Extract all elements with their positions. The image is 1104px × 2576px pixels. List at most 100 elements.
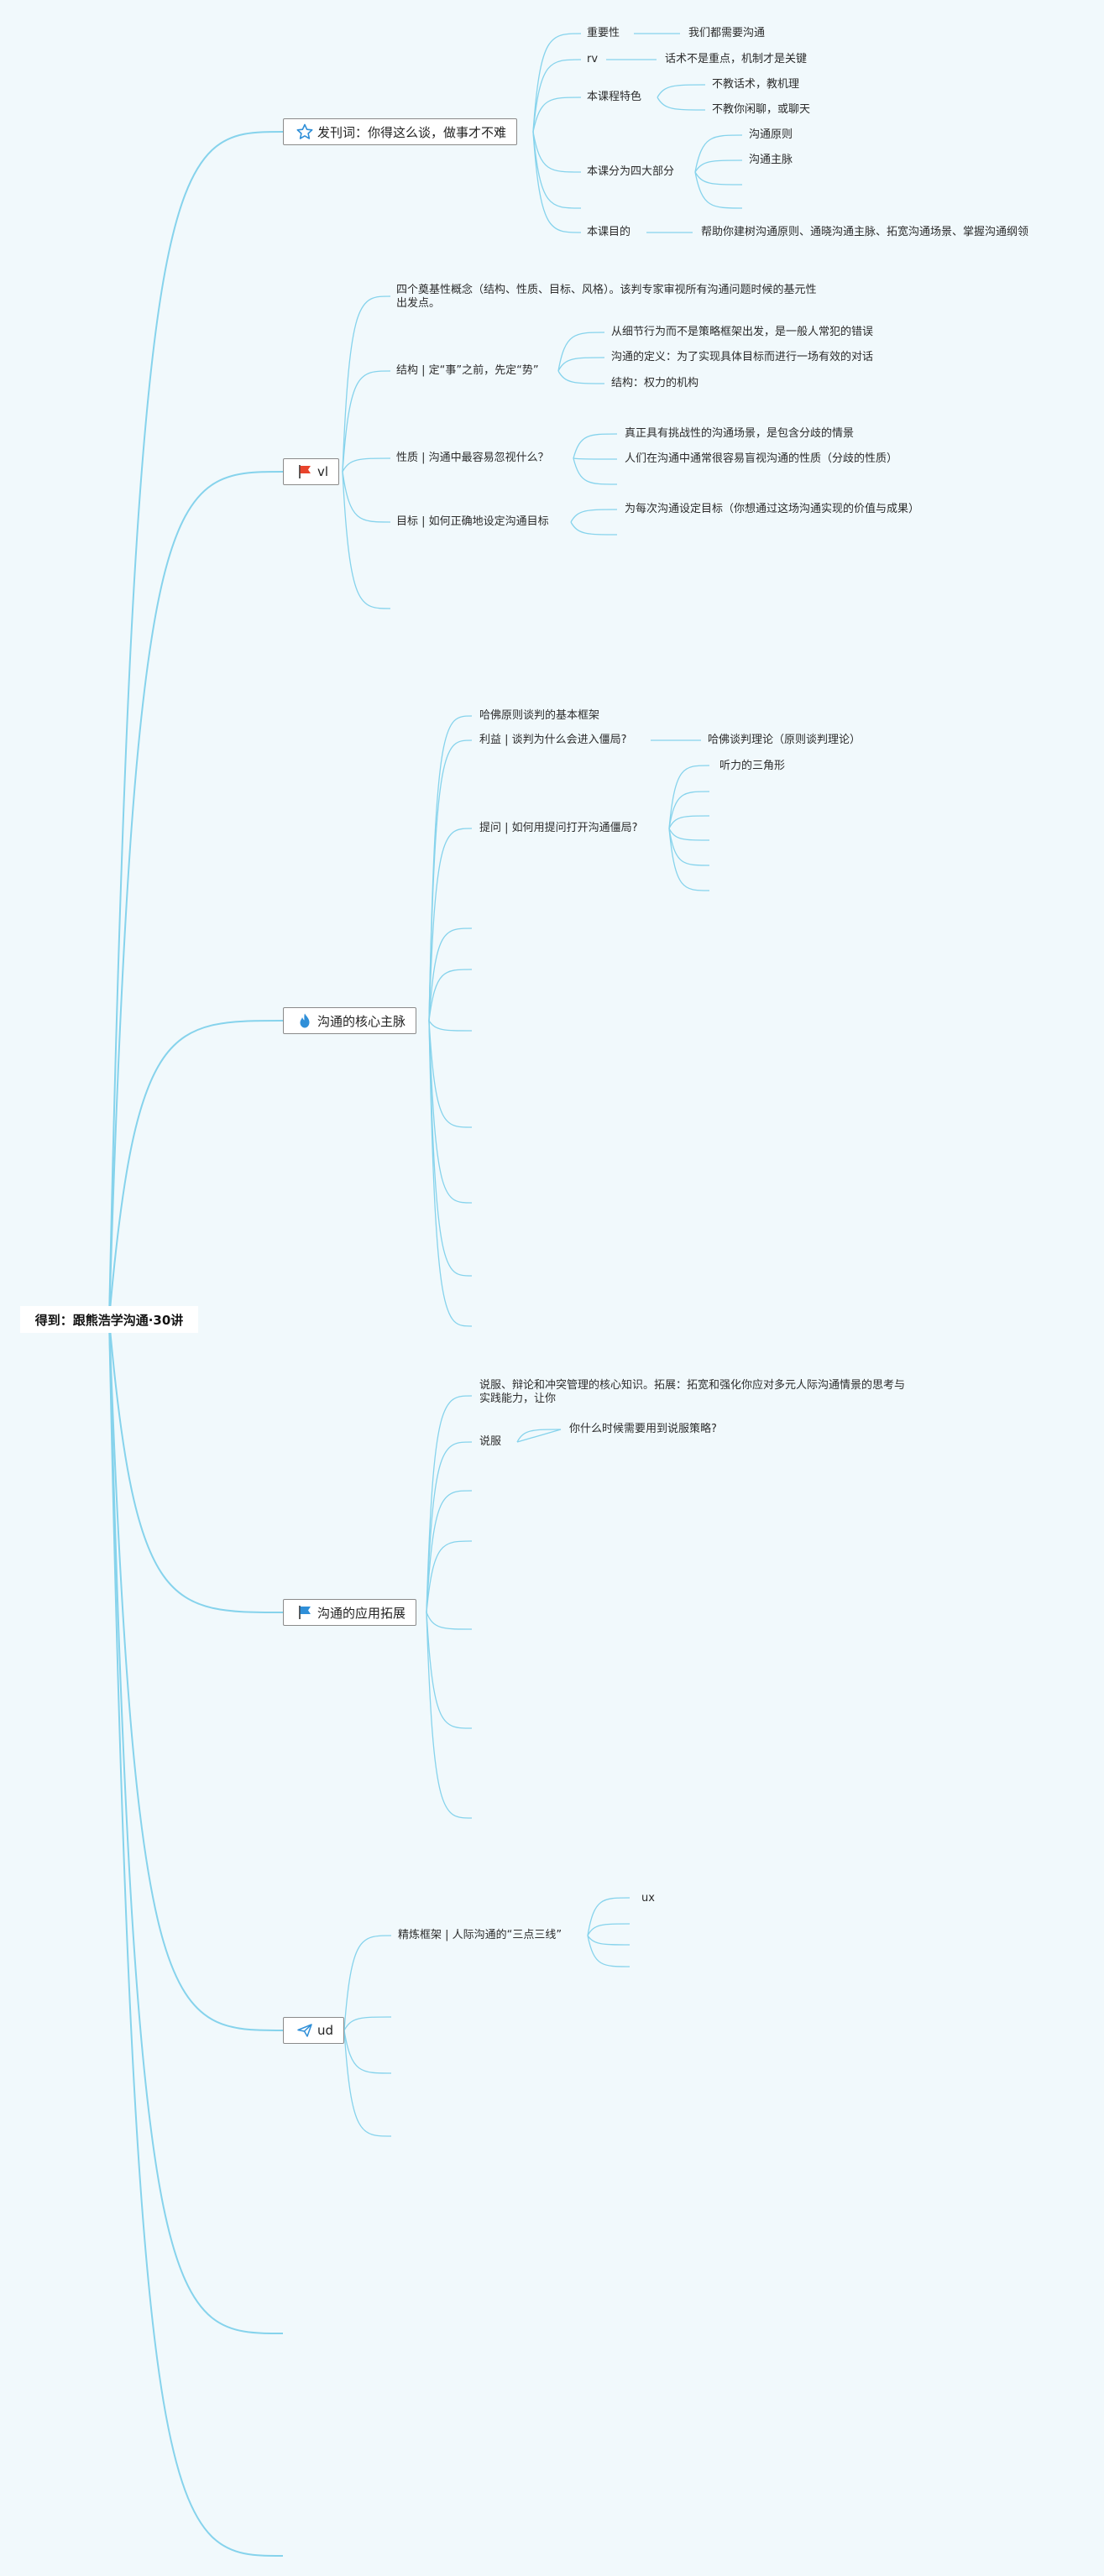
topic-nature[interactable]: 性质 | 沟通中最容易忽视什么？ xyxy=(396,452,549,464)
connector xyxy=(587,1897,630,1936)
connector xyxy=(668,815,710,829)
connector xyxy=(108,131,284,1320)
connector xyxy=(557,357,605,372)
branch-core[interactable]: 沟通的核心主脉 xyxy=(283,1007,417,1034)
connector xyxy=(573,457,618,485)
connector xyxy=(108,1319,284,1613)
connector xyxy=(532,97,582,133)
topic-importance[interactable]: 重要性 xyxy=(587,27,620,39)
connector xyxy=(342,370,391,473)
topic-persuade-intro[interactable]: 说服、辩论和冲突管理的核心知识。拓展：拓宽和强化你应对多元人际沟通情景的思考与实… xyxy=(479,1379,906,1405)
blue-flag-icon xyxy=(296,1604,314,1621)
topic-structure[interactable]: 结构 | 定“事”之前，先定“势” xyxy=(396,364,539,377)
connector xyxy=(668,791,710,829)
connector xyxy=(343,2016,392,2031)
topic-question[interactable]: 提问 | 如何用提问打开沟通僵局? xyxy=(479,822,638,834)
connector xyxy=(428,715,473,1022)
connector xyxy=(428,1020,473,1277)
connector xyxy=(428,1020,473,1327)
connector xyxy=(694,171,743,185)
topic-goal-note[interactable]: 帮助你建树沟通原则、通晓沟通主脉、拓宽沟通场景、掌握沟通纲领 xyxy=(701,226,1029,238)
connector xyxy=(573,433,618,459)
connector xyxy=(426,1395,473,1613)
connector xyxy=(342,471,391,609)
topic-framework[interactable]: 精炼框架 | 人际沟通的“三点三线” xyxy=(398,1929,562,1941)
connector xyxy=(570,521,618,536)
topic-nature-2[interactable]: 人们在沟通中通常很容易盲视沟通的性质（分歧的性质） xyxy=(625,452,898,465)
branch-vl[interactable]: vl xyxy=(283,458,340,485)
connector xyxy=(694,159,743,173)
topic-target-1[interactable]: 为每次沟通设定目标（你想通过这场沟通实现的价值与成果） xyxy=(625,503,920,515)
branch-label: ud xyxy=(317,2023,334,2038)
connector xyxy=(532,131,582,233)
topic-structure-2[interactable]: 沟通的定义：为了实现具体目标而进行一场有效的对话 xyxy=(611,351,874,363)
connector xyxy=(532,59,582,133)
connector xyxy=(668,765,710,829)
topic-harvard[interactable]: 哈佛原则谈判的基本框架 xyxy=(479,709,600,722)
connector xyxy=(428,969,473,1022)
connector xyxy=(694,171,743,209)
connector xyxy=(516,1429,562,1443)
topic-feature-1[interactable]: 不教话术，教机理 xyxy=(712,78,800,91)
branch-application[interactable]: 沟通的应用拓展 xyxy=(283,1599,417,1626)
connector xyxy=(426,1612,473,1729)
branch-label: 发刊词：你得这么谈，做事才不难 xyxy=(317,124,507,140)
connector xyxy=(108,1319,284,2031)
red-flag-icon xyxy=(296,463,314,480)
topic-features[interactable]: 本课程特色 xyxy=(587,91,642,103)
connector xyxy=(426,1540,473,1613)
connector xyxy=(343,2030,392,2074)
topic-ux[interactable]: ux xyxy=(641,1892,655,1905)
connector xyxy=(426,1441,473,1613)
connector xyxy=(426,1612,473,1819)
topic-persuade[interactable]: 说服 xyxy=(479,1435,502,1448)
connector xyxy=(343,2030,392,2137)
connector xyxy=(657,84,706,98)
connector xyxy=(532,131,582,173)
branch-foreword[interactable]: 发刊词：你得这么谈，做事才不难 xyxy=(283,118,518,145)
connector xyxy=(108,1319,284,2334)
topic-part-1[interactable]: 沟通原则 xyxy=(749,128,793,141)
branch-ud[interactable]: ud xyxy=(283,2017,345,2044)
root-topic[interactable]: 得到：跟熊浩学沟通·30讲 xyxy=(20,1306,198,1333)
topic-persuade-1[interactable]: 你什么时候需要用到说服策略? xyxy=(569,1423,717,1435)
topic-nature-1[interactable]: 真正具有挑战性的沟通场景，是包含分歧的情景 xyxy=(625,427,855,440)
topic-concepts[interactable]: 四个奠基性概念（结构、性质、目标、风格）。该判专家审视所有沟通问题时候的基元性出… xyxy=(396,284,817,310)
topic-target[interactable]: 目标 | 如何正确地设定沟通目标 xyxy=(396,515,549,528)
star-outline-icon xyxy=(296,123,314,140)
topic-rv[interactable]: rv xyxy=(587,53,599,65)
connector xyxy=(428,828,473,1022)
connector xyxy=(516,1429,562,1443)
connector xyxy=(108,471,284,1320)
topic-structure-3[interactable]: 结构：权力的机构 xyxy=(611,377,699,389)
connector xyxy=(428,739,473,1022)
connector xyxy=(428,1020,473,1204)
connector xyxy=(426,1490,473,1613)
connector xyxy=(532,131,582,209)
connector xyxy=(657,97,706,111)
connector xyxy=(108,1319,284,2557)
topic-importance-note[interactable]: 我们都需要沟通 xyxy=(688,27,766,39)
connector xyxy=(587,1935,630,1946)
topic-part-2[interactable]: 沟通主脉 xyxy=(749,154,793,166)
topic-interest-1[interactable]: 哈佛谈判理论（原则谈判理论） xyxy=(708,734,861,746)
connector xyxy=(668,828,710,866)
connector xyxy=(428,927,473,1022)
connector xyxy=(532,33,582,133)
connector xyxy=(573,457,618,460)
flame-icon xyxy=(296,1012,314,1029)
topic-structure-1[interactable]: 从细节行为而不是策略框架出发，是一般人常犯的错误 xyxy=(611,326,874,338)
connector xyxy=(557,370,605,384)
topic-goal[interactable]: 本课目的 xyxy=(587,226,631,238)
connector xyxy=(428,1020,473,1128)
topic-rv-note[interactable]: 话术不是重点，机制才是关键 xyxy=(665,53,808,65)
branch-label: vl xyxy=(317,464,329,479)
connector xyxy=(668,828,710,891)
topic-feature-2[interactable]: 不教你闲聊，或聊天 xyxy=(712,103,811,116)
topic-interest[interactable]: 利益 | 谈判为什么会进入僵局? xyxy=(479,734,627,746)
topic-question-1[interactable]: 听力的三角形 xyxy=(719,760,786,772)
connector xyxy=(342,295,391,473)
connector xyxy=(343,1935,392,2031)
topic-parts[interactable]: 本课分为四大部分 xyxy=(587,165,675,178)
connector xyxy=(570,509,618,523)
